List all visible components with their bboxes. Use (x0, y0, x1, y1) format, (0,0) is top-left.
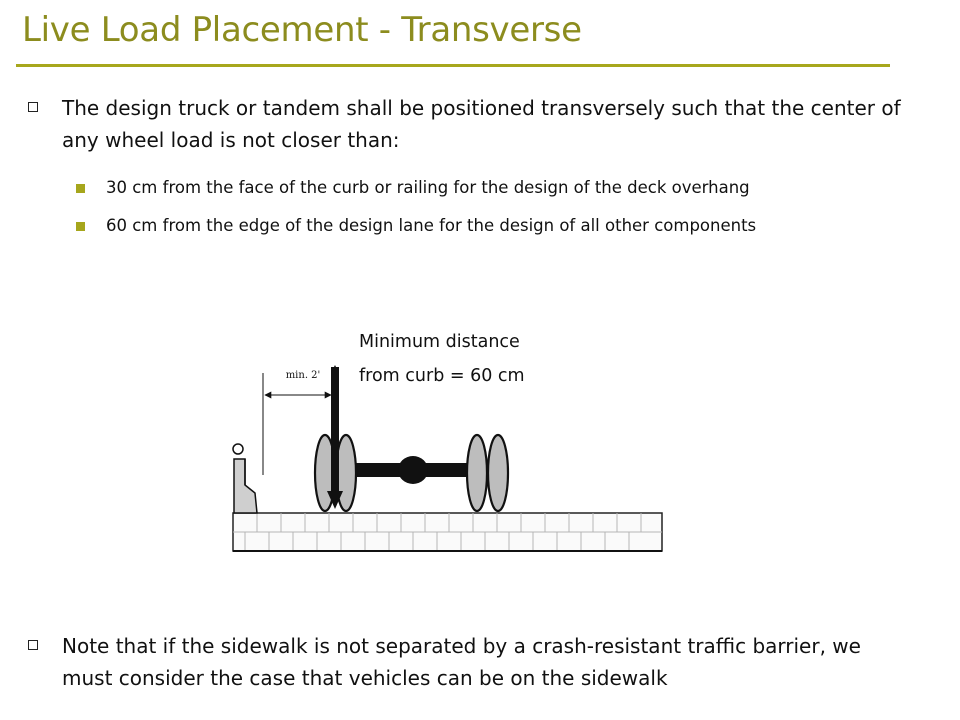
hollow-square-bullet-icon (28, 640, 38, 650)
min-distance-dimension: min. 2' (262, 370, 332, 475)
right-wheel-pair (465, 433, 510, 513)
bullet-design-truck: The design truck or tandem shall be posi… (28, 92, 908, 156)
bullet-text: Note that if the sidewalk is not separat… (62, 634, 861, 690)
bullet-sidewalk-note: Note that if the sidewalk is not separat… (28, 630, 908, 694)
truck-placement-diagram: min. 2' Minimum distance from curb = 60 … (232, 332, 663, 552)
hollow-square-bullet-icon (28, 102, 38, 112)
dimension-label: min. 2' (286, 370, 321, 381)
bullet-text: The design truck or tandem shall be posi… (62, 96, 901, 152)
deck-slab (232, 512, 663, 552)
sub-bullet-other-components: 60 cm from the edge of the design lane f… (76, 213, 936, 239)
sub-bullet-deck-overhang: 30 cm from the face of the curb or raili… (76, 175, 936, 201)
railing-post-icon (232, 443, 244, 455)
curb (232, 443, 258, 514)
truck-axle (353, 456, 471, 484)
diagram-label-line2: from curb = 60 cm (359, 366, 525, 386)
diagram-label-line1: Minimum distance (359, 332, 520, 352)
filled-square-bullet-icon (76, 184, 85, 193)
sub-bullet-text: 60 cm from the edge of the design lane f… (106, 216, 757, 235)
filled-square-bullet-icon (76, 222, 85, 231)
title-underline (16, 64, 890, 67)
sub-bullet-text: 30 cm from the face of the curb or raili… (106, 178, 750, 197)
slide-title: Live Load Placement - Transverse (22, 10, 582, 50)
wheel-load-arrow-icon (327, 365, 343, 509)
